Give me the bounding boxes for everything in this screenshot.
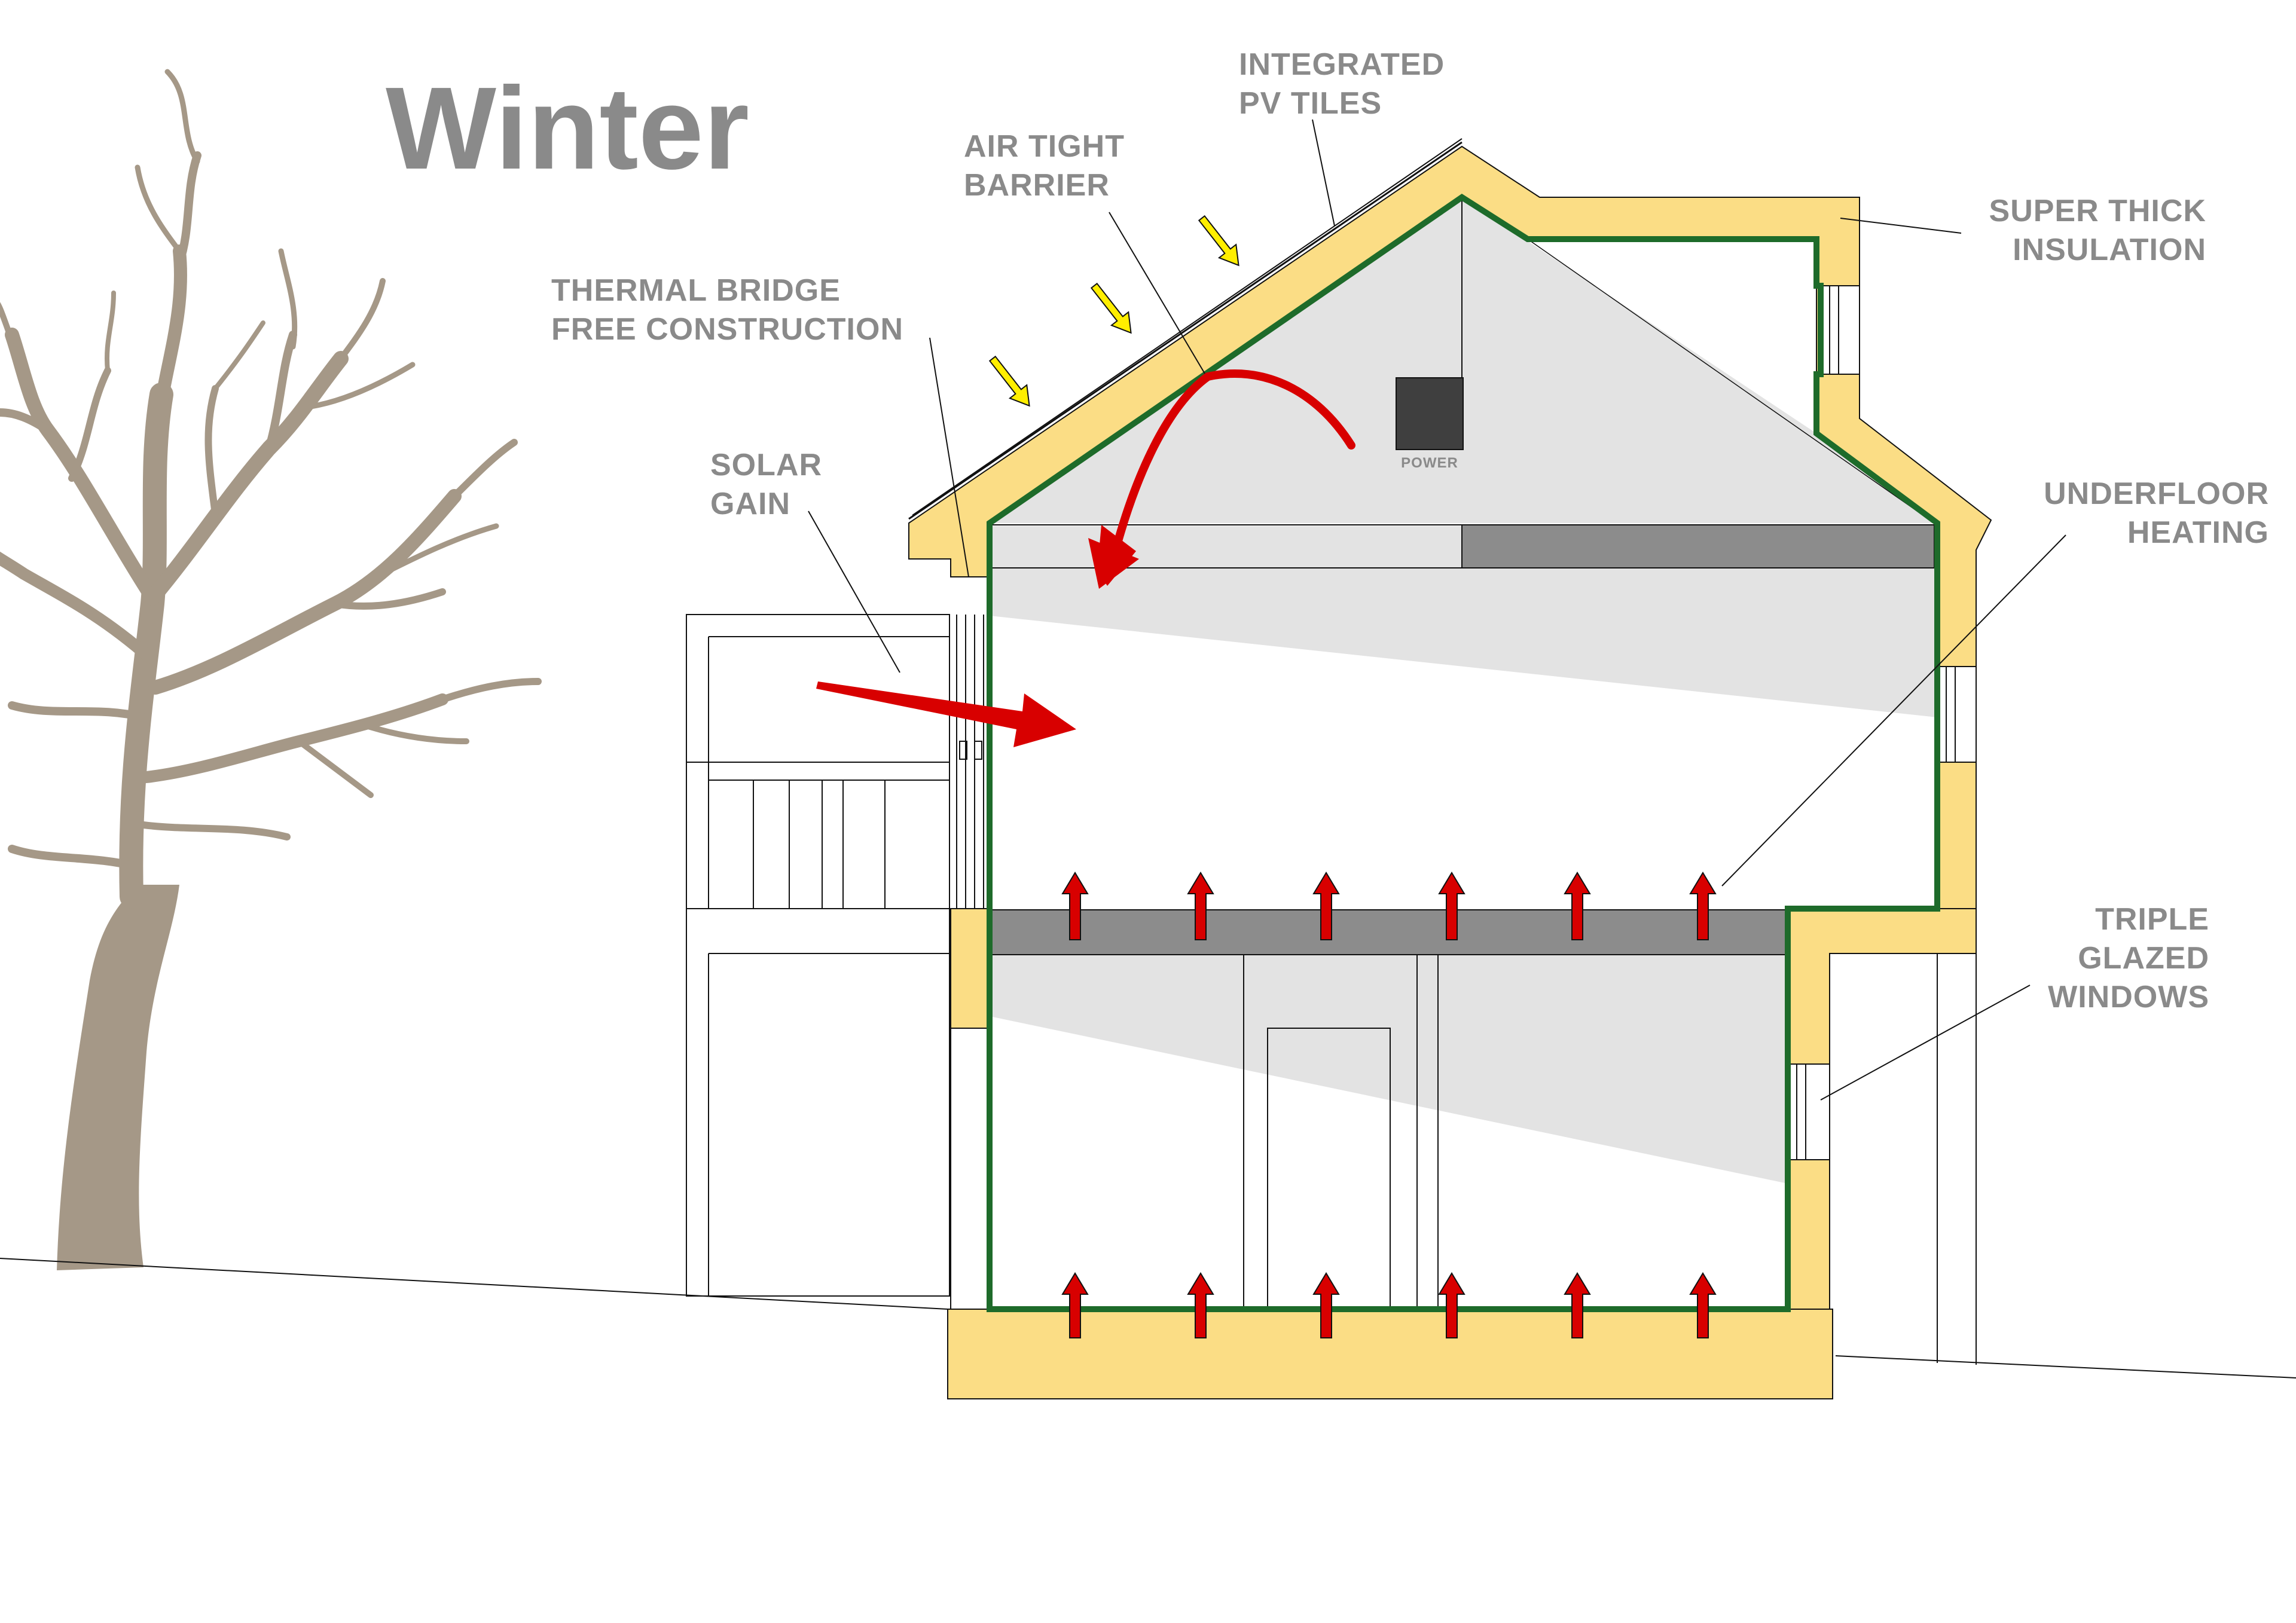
diagram-title: Winter bbox=[386, 63, 749, 194]
svg-text:HEATING: HEATING bbox=[2127, 515, 2269, 550]
ground-line-right bbox=[1835, 1355, 2296, 1379]
svg-text:GAIN: GAIN bbox=[710, 487, 790, 521]
power-label: POWER bbox=[1401, 455, 1458, 471]
heating-arrow-icon bbox=[1564, 1272, 1591, 1338]
label-air-tight-barrier: AIR TIGHT BARRIER bbox=[964, 129, 1125, 203]
svg-text:THERMAL BRIDGE: THERMAL BRIDGE bbox=[551, 273, 841, 308]
integrated-pv-tiles bbox=[908, 138, 1463, 520]
ground-line-left bbox=[0, 1258, 948, 1310]
heating-arrow-icon bbox=[1564, 872, 1591, 940]
light-zone-lower bbox=[990, 953, 1788, 1184]
label-thermal-bridge: THERMAL BRIDGE FREE CONSTRUCTION bbox=[551, 273, 903, 347]
svg-text:GLAZED: GLAZED bbox=[2078, 941, 2209, 976]
svg-text:SUPER THICK: SUPER THICK bbox=[1989, 194, 2206, 228]
sun-ray-arrow-icon bbox=[1198, 215, 1239, 267]
triple-glazed-windows bbox=[950, 285, 1977, 1310]
heating-arrow-icon bbox=[1312, 872, 1340, 940]
heating-arrow-icon bbox=[1187, 872, 1214, 940]
label-super-thick-insulation: SUPER THICK INSULATION bbox=[1989, 194, 2206, 267]
svg-text:AIR TIGHT: AIR TIGHT bbox=[964, 129, 1125, 164]
heating-arrow-icon bbox=[1438, 872, 1465, 940]
sun-ray-arrow-icon bbox=[1090, 282, 1132, 334]
air-tight-barrier bbox=[987, 194, 1940, 1312]
svg-text:WINDOWS: WINDOWS bbox=[2048, 980, 2209, 1014]
svg-text:UNDERFLOOR: UNDERFLOOR bbox=[2044, 476, 2269, 511]
svg-text:SOLAR: SOLAR bbox=[710, 448, 822, 482]
heating-arrow-icon bbox=[1689, 1272, 1717, 1338]
heating-arrow-icon bbox=[1689, 872, 1717, 940]
solar-gain-arrow-icon bbox=[816, 681, 1076, 747]
light-zone-upper bbox=[990, 568, 1937, 717]
svg-text:INSULATION: INSULATION bbox=[2013, 233, 2206, 267]
heating-arrow-icon bbox=[1438, 1272, 1465, 1338]
side-extension bbox=[686, 614, 984, 1297]
first-floor-slab bbox=[989, 909, 1788, 955]
heating-arrow-icon bbox=[1312, 1272, 1340, 1338]
leader-lines bbox=[808, 119, 2066, 1101]
right-extension bbox=[1833, 953, 1977, 1365]
label-underfloor-heating: UNDERFLOOR HEATING bbox=[2044, 476, 2269, 550]
sun-ray-arrows bbox=[988, 215, 1239, 407]
svg-text:FREE CONSTRUCTION: FREE CONSTRUCTION bbox=[551, 312, 903, 347]
heating-arrow-icon bbox=[1187, 1272, 1214, 1338]
svg-text:PV TILES: PV TILES bbox=[1239, 86, 1382, 121]
loft-slab bbox=[1461, 524, 1935, 568]
sun-ray-arrow-icon bbox=[988, 355, 1030, 407]
power-unit-icon bbox=[1396, 377, 1464, 450]
label-triple-glazed-windows: TRIPLE GLAZED WINDOWS bbox=[2048, 902, 2209, 1014]
svg-text:BARRIER: BARRIER bbox=[964, 168, 1110, 203]
label-integrated-pv-tiles: INTEGRATED PV TILES bbox=[1239, 47, 1445, 121]
label-solar-gain: SOLAR GAIN bbox=[710, 448, 822, 521]
tree-illustration bbox=[0, 69, 542, 1270]
svg-text:INTEGRATED: INTEGRATED bbox=[1239, 47, 1445, 82]
heating-arrow-icon bbox=[1061, 872, 1089, 940]
underfloor-heating-arrows bbox=[1061, 872, 1717, 1338]
heating-arrow-icon bbox=[1061, 1272, 1089, 1338]
heat-flow-arrow-icon bbox=[1088, 369, 1355, 589]
attic-space bbox=[990, 197, 1937, 523]
svg-text:TRIPLE: TRIPLE bbox=[2095, 902, 2209, 937]
